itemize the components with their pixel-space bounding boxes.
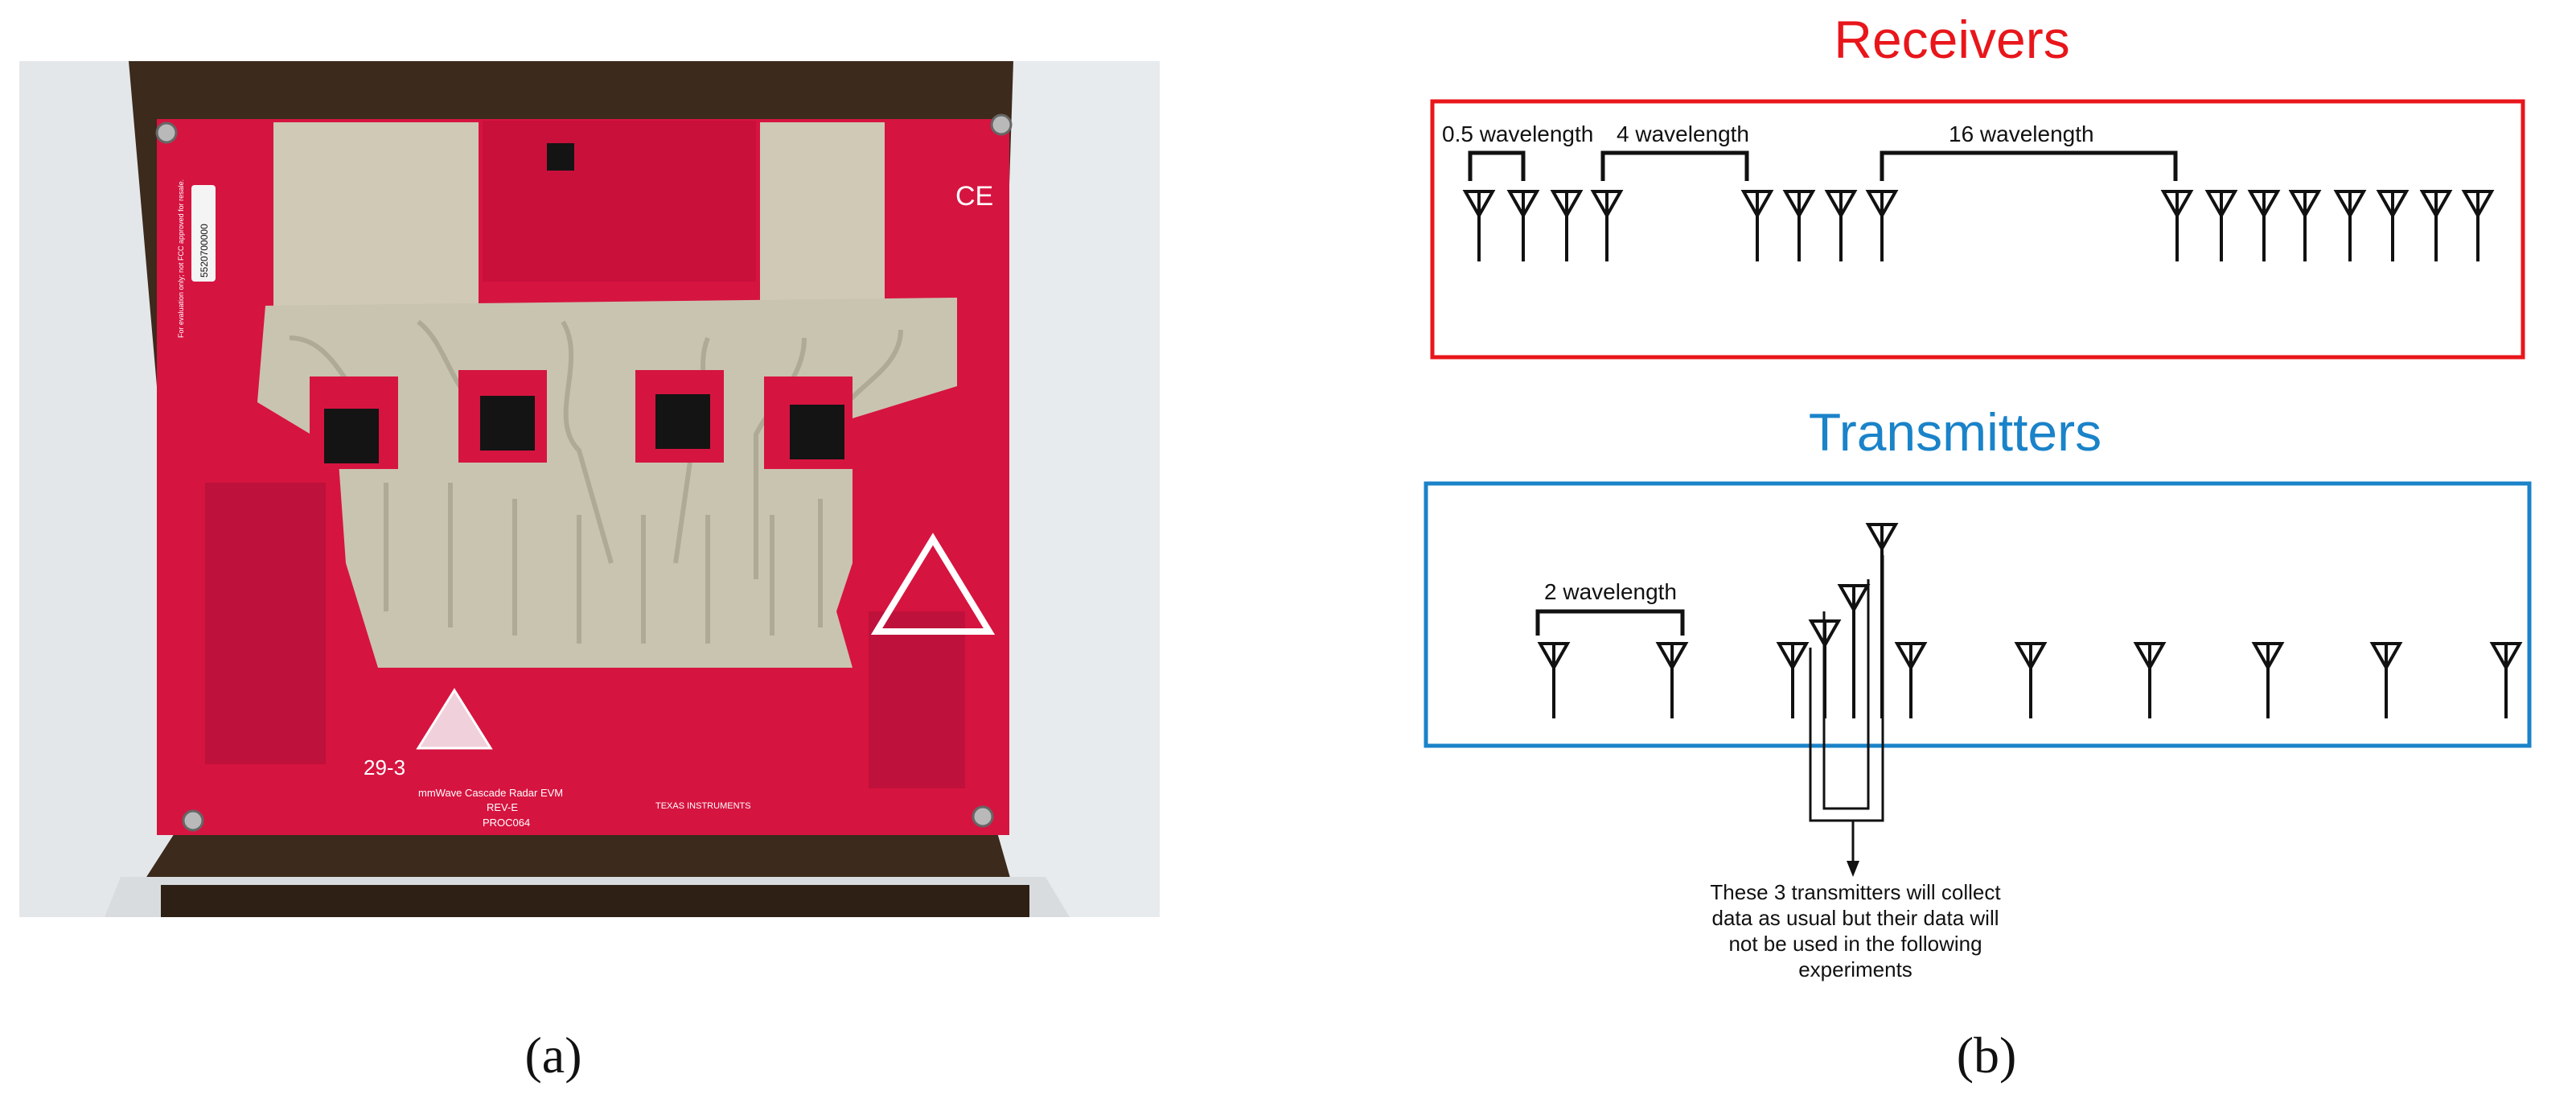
tx-note-line-1: These 3 transmitters will collect [1710,880,2001,904]
transmitter-antenna-11 [2369,642,2403,718]
receiver-antenna-14 [2376,190,2410,261]
paper-right [989,61,1160,917]
tx-note-line-2: data as usual but their data will [1712,906,1999,930]
callout-arrow-head [1847,861,1859,877]
tx-note: These 3 transmitters will collect data a… [1710,880,2001,981]
transmitter-antenna-3 [1776,642,1810,718]
transmitter-antenna-5 [1837,584,1871,718]
rx-bracket-half-wavelength [1468,150,1526,181]
receiver-antenna-12 [2288,190,2322,261]
tx-note-line-4: experiments [1798,957,1912,981]
paper-left [19,61,193,917]
screw-bl [182,809,204,832]
top-ic-area [483,121,756,282]
rf-area-top-right [760,122,885,311]
receiver-antenna-1 [1462,190,1496,261]
brand-logo-text: TEXAS INSTRUMENTS [655,801,751,811]
transmitter-antenna-10 [2251,642,2285,718]
radar-chip-1 [324,409,379,463]
receiver-antenna-16 [2461,190,2495,261]
transmitters-box [1424,481,2532,748]
radar-chip-2 [480,396,535,451]
tx-spacing-label: 2 wavelength [1544,579,1677,604]
receiver-antenna-6 [1782,190,1816,261]
transmitter-antenna-array [1537,523,2523,718]
silk-line-3: PROC064 [483,817,530,829]
hot-surface-warning-icon [870,533,996,635]
board-id-text: 29-3 [364,755,405,780]
receiver-antenna-13 [2333,190,2367,261]
receiver-antenna-5 [1740,190,1774,261]
tx-bracket-2-wavelength [1535,609,1685,636]
rx-bracket-4-wavelength [1600,150,1749,181]
transmitter-antenna-12 [2489,642,2523,718]
receiver-antenna-8 [1865,190,1899,261]
receivers-title: Receivers [1834,10,2069,69]
panel-a-photo: CE 29-3 mmWave Cascade Radar EVM REV-E P… [19,61,1160,917]
receiver-antenna-15 [2419,190,2453,261]
transmitter-antenna-9 [2133,642,2167,718]
radar-chip-3 [655,394,710,449]
screw-tr [990,113,1013,136]
box-floor [161,885,1029,917]
side-note-text: For evaluation only; not FCC approved fo… [177,179,185,338]
serial-sticker [191,185,216,282]
transmitters-title: Transmitters [1809,402,2101,462]
tx-note-line-3: not be used in the following [1728,932,1982,956]
receiver-antenna-3 [1550,190,1584,261]
receiver-antenna-2 [1506,190,1540,261]
transmitter-antenna-8 [2014,642,2048,718]
receiver-antenna-11 [2247,190,2281,261]
top-ic [547,143,574,171]
pcb-dark-strip-left [205,483,326,764]
transmitter-antenna-1 [1537,642,1571,718]
receivers-box [1430,99,2525,360]
transmitter-antenna-2 [1655,642,1689,718]
sticker-text: 5520700000 [199,224,210,278]
panel-b-label: (b) [1957,1027,2017,1084]
panel-b-diagram: Receivers 0.5 wavelength 4 wavelength 16… [1424,10,2532,981]
receiver-antenna-array [1462,190,2495,261]
screw-tl [155,121,178,144]
unused-tx-callout [1809,555,1884,862]
silk-line-1: mmWave Cascade Radar EVM [418,787,563,799]
esd-warning-icon [416,688,493,750]
radar-chip-4 [790,405,844,459]
rx-spacing-label-4: 4 wavelength [1617,121,1749,146]
ce-mark: CE [955,181,993,212]
rx-bracket-16-wavelength [1880,150,2178,181]
transmitter-antenna-7 [1894,642,1928,718]
receiver-antenna-9 [2160,190,2194,261]
panel-a-label: (a) [524,1027,581,1084]
receiver-antenna-10 [2204,190,2238,261]
rx-spacing-label-half: 0.5 wavelength [1442,121,1593,146]
rx-spacing-label-16: 16 wavelength [1949,121,2094,146]
rf-area-top-left [273,122,479,315]
receiver-antenna-4 [1590,190,1624,261]
pcb-dark-strip-right [869,611,965,788]
silk-line-2: REV-E [487,801,518,813]
receiver-antenna-7 [1824,190,1858,261]
screw-br [972,805,994,828]
